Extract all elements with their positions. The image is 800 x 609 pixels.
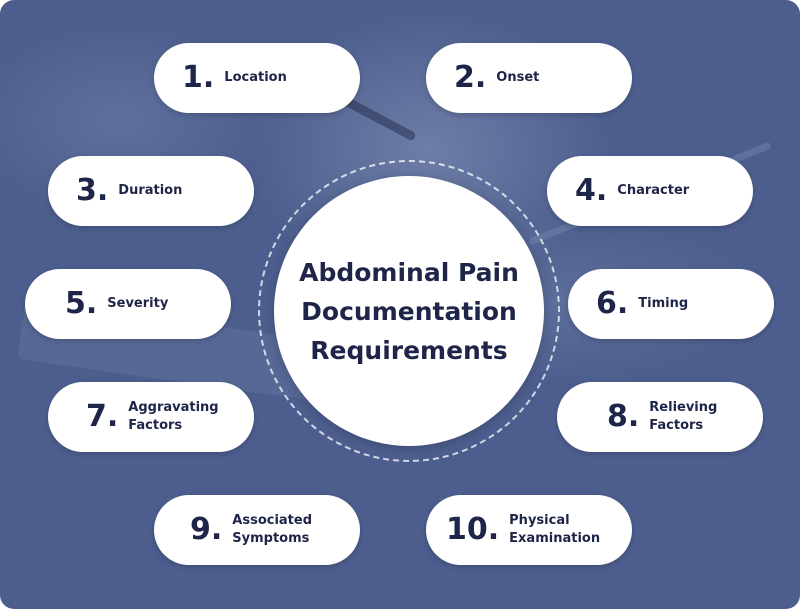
item-severity: 5. Severity xyxy=(25,269,231,339)
item-number: 10. xyxy=(446,512,500,547)
item-number: 2. xyxy=(454,60,487,95)
item-label: Severity xyxy=(107,296,169,311)
center-circle: Abdominal Pain Documentation Requirement… xyxy=(274,176,544,446)
item-number: 9. xyxy=(190,512,223,547)
item-timing: 6. Timing xyxy=(568,269,774,339)
item-number: 7. xyxy=(86,399,119,434)
item-relieving-factors: 8. Relieving Factors xyxy=(557,382,763,452)
item-label: Relieving Factors xyxy=(649,400,718,433)
item-onset: 2. Onset xyxy=(426,43,632,113)
item-associated-symptoms: 9. Associated Symptoms xyxy=(154,495,360,565)
diagram-title: Abdominal Pain Documentation Requirement… xyxy=(299,257,519,365)
item-number: 3. xyxy=(76,173,109,208)
item-character: 4. Character xyxy=(547,156,753,226)
item-aggravating-factors: 7. Aggravating Factors xyxy=(48,382,254,452)
item-physical-examination: 10. Physical Examination xyxy=(426,495,632,565)
item-label: Associated Symptoms xyxy=(232,513,313,546)
item-label: Location xyxy=(224,70,287,85)
item-label: Physical Examination xyxy=(509,513,601,546)
item-duration: 3. Duration xyxy=(48,156,254,226)
item-number: 5. xyxy=(65,286,98,321)
item-label: Character xyxy=(617,183,690,198)
item-number: 8. xyxy=(607,399,640,434)
item-label: Timing xyxy=(638,296,689,311)
item-number: 4. xyxy=(575,173,608,208)
dashed-ring xyxy=(258,160,560,462)
item-label: Aggravating Factors xyxy=(128,400,219,433)
item-label: Duration xyxy=(118,183,183,198)
item-location: 1. Location xyxy=(154,43,360,113)
item-number: 1. xyxy=(182,60,215,95)
item-number: 6. xyxy=(596,286,629,321)
item-label: Onset xyxy=(496,70,540,85)
